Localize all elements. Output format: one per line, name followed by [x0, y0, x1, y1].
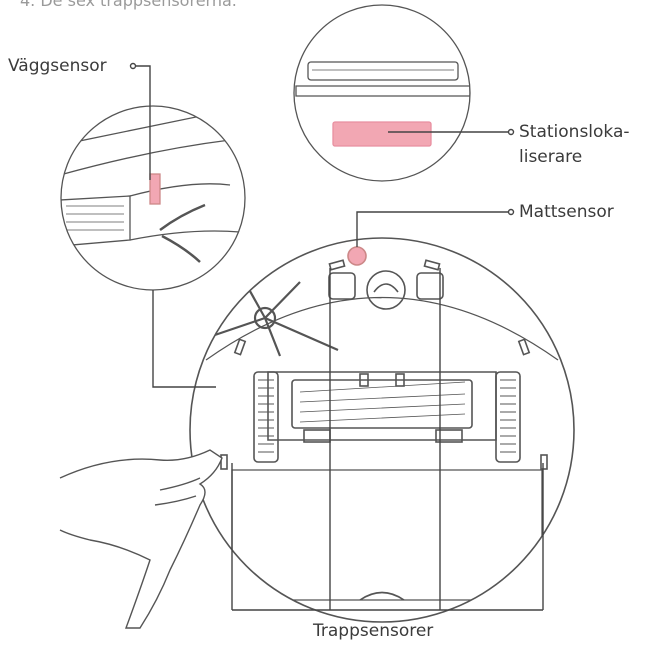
- wall-sensor-label: Väggsensor: [8, 56, 107, 76]
- station-locator-label-cont: liserare: [519, 147, 583, 167]
- wall-sensor-zoom: [60, 105, 246, 291]
- hand-with-cloth-illustration: [59, 449, 223, 629]
- cliff-sensors-label: Trappsensorer: [313, 621, 434, 641]
- carpet-sensor-label: Mattsensor: [519, 202, 614, 222]
- robot-bottom-view: [189, 237, 575, 623]
- station-locator-label: Stationsloka-: [519, 122, 630, 142]
- instruction-text: 4. De sex trappsensorerna.: [20, 0, 237, 10]
- leader-lines: [129, 62, 544, 611]
- station-locator-zoom: [293, 4, 471, 182]
